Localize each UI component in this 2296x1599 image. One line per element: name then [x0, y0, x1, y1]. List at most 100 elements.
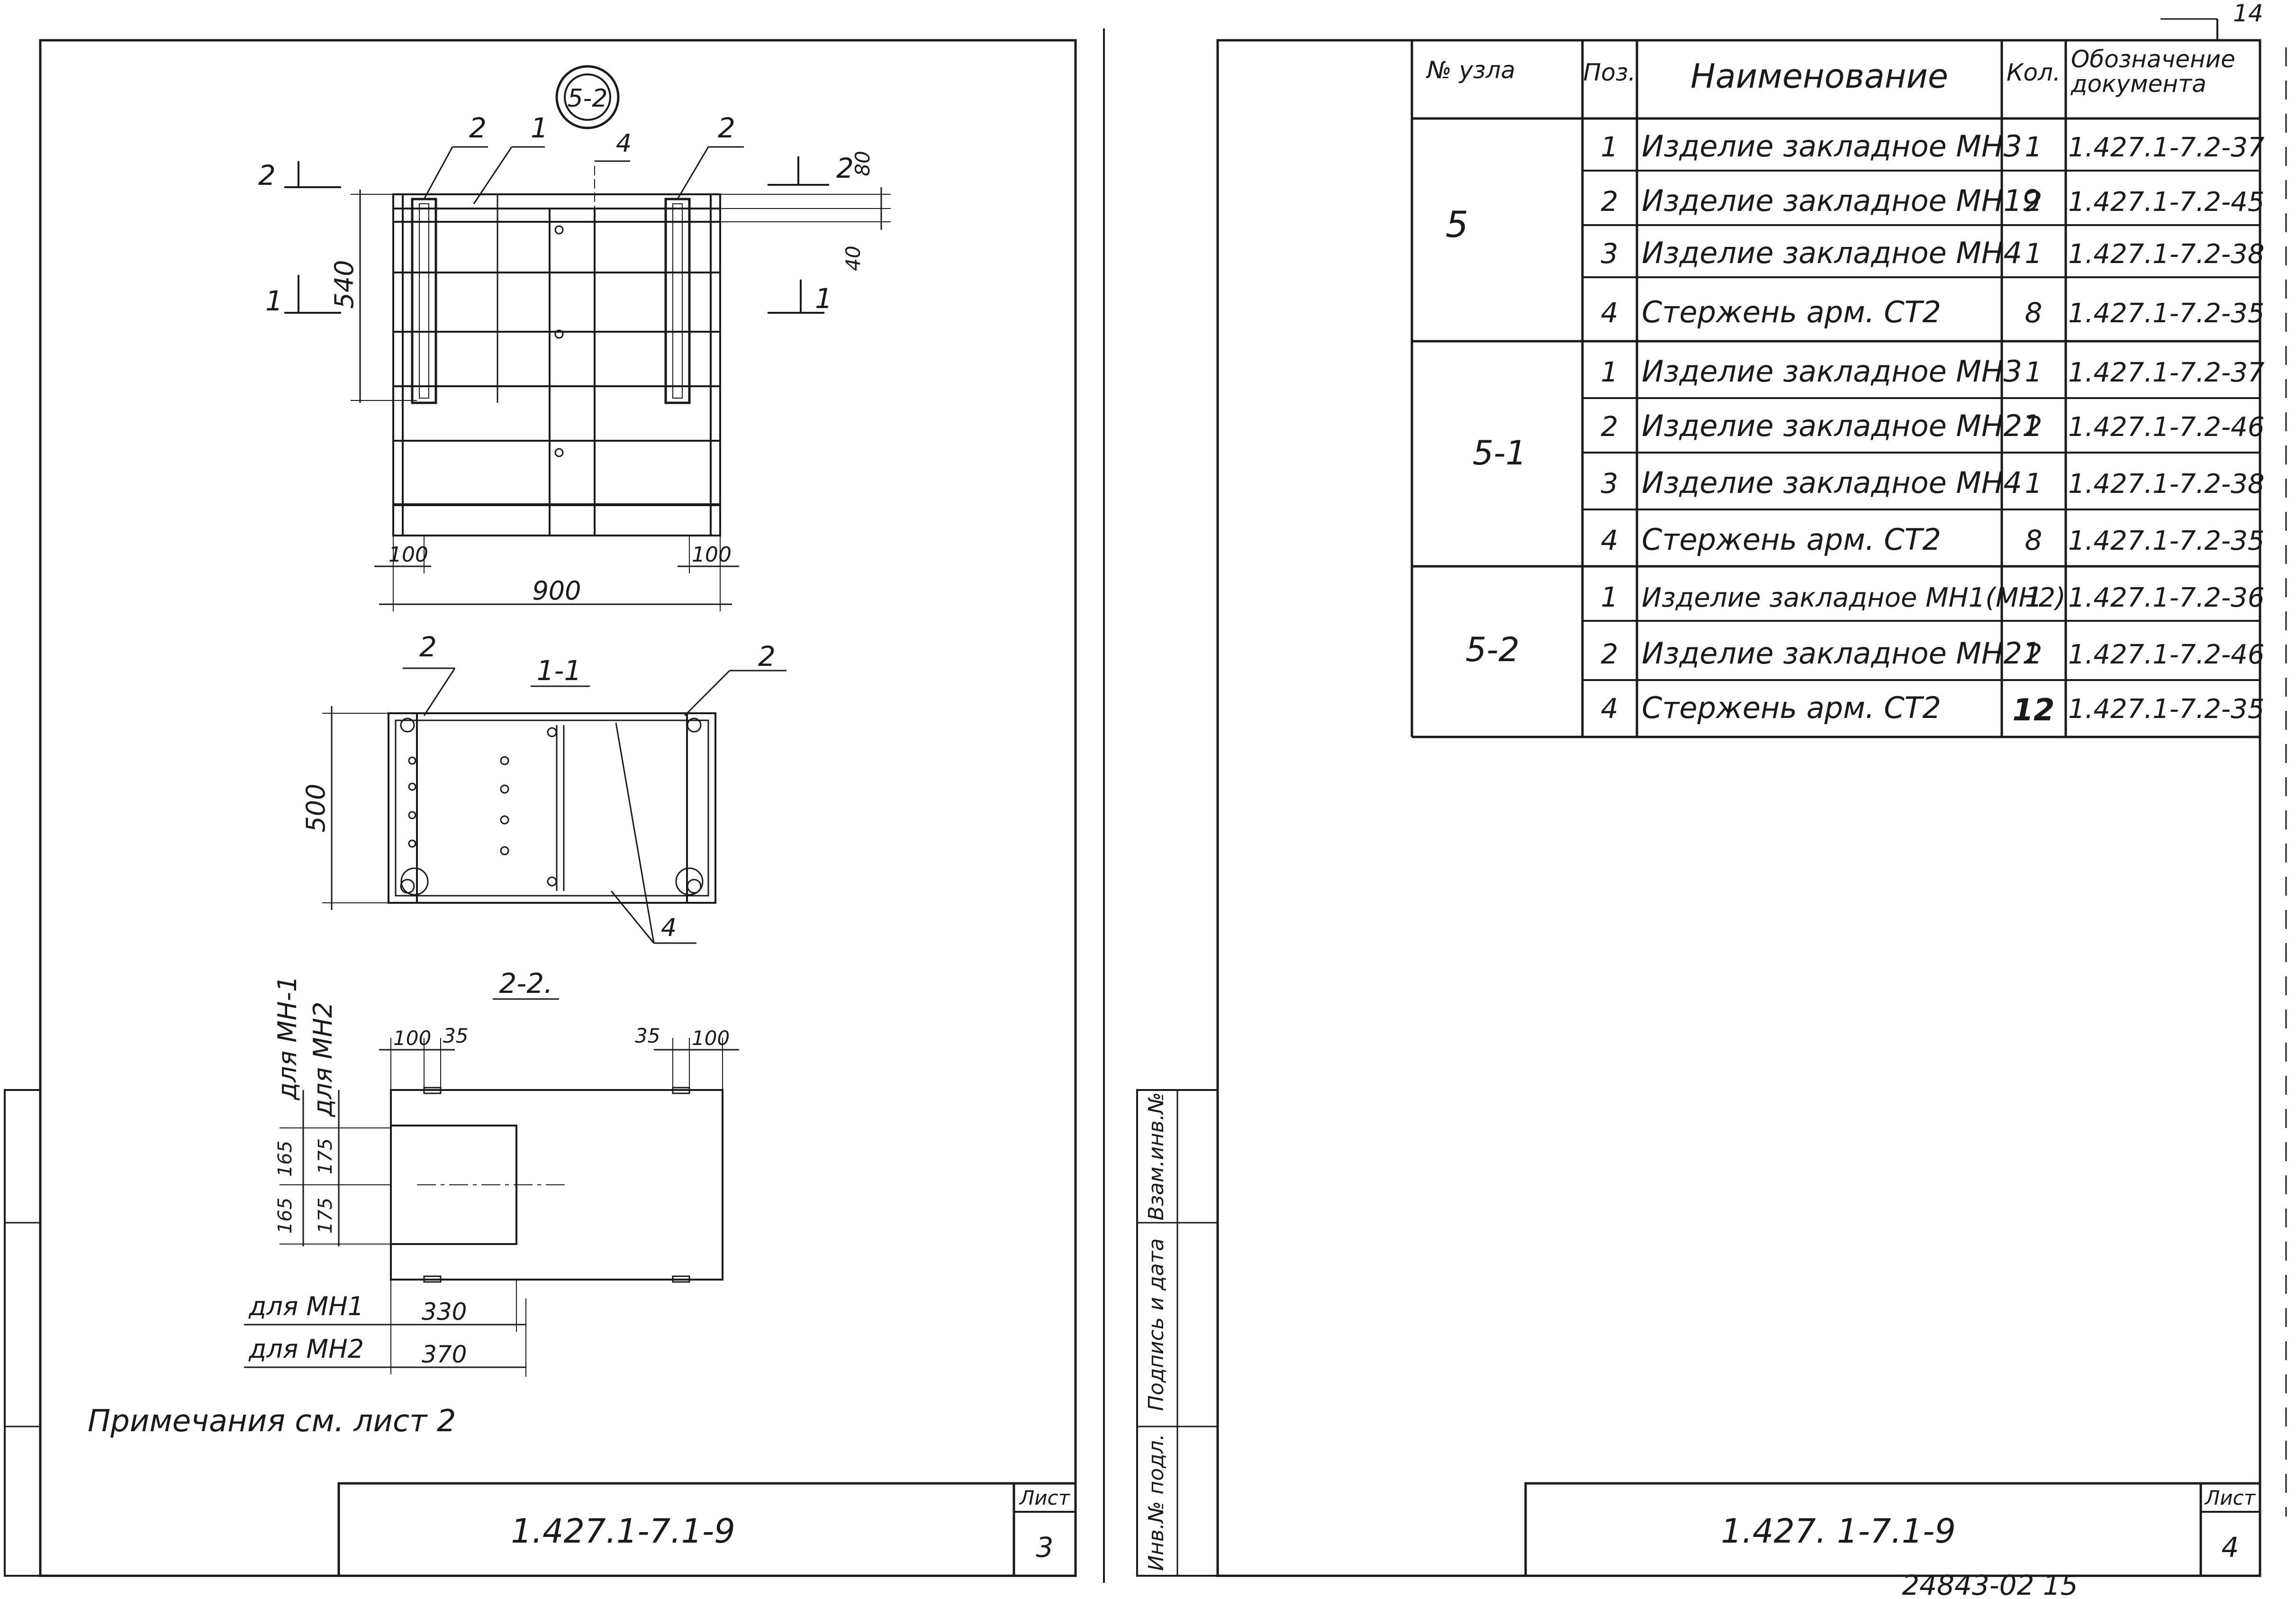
plan-dim-height: 540: [329, 260, 359, 309]
svg-text:1.427.1-7.2-38: 1.427.1-7.2-38: [2068, 239, 2264, 270]
svg-text:2: 2: [2025, 185, 2043, 218]
svg-text:4: 4: [1601, 524, 1618, 556]
side-stamp-signature: Подпись и дата: [1144, 1238, 1168, 1411]
dim-175-b: 175: [315, 1198, 336, 1234]
section-1-1-title: 1-1: [537, 654, 582, 687]
svg-text:Стержень арм. СТ2: Стержень арм. СТ2: [1642, 522, 1941, 557]
label-for-mh1-vertical: для МН-1: [272, 976, 302, 1101]
section-mark-right-2: 2: [836, 152, 854, 184]
row-for-mh2-value: 370: [422, 1341, 467, 1368]
svg-text:1.427.1-7.2-35: 1.427.1-7.2-35: [2068, 694, 2264, 725]
svg-text:1.427.1-7.2-35: 1.427.1-7.2-35: [2068, 526, 2264, 556]
table-row: 1 Изделие закладное МН1(МН2) 1 1.427.1-7…: [1601, 581, 2265, 613]
plan-dim-100-left: 100: [389, 543, 428, 567]
plan-callout-2-right: 2: [718, 112, 735, 144]
table-row: 4 Стержень арм. СТ2 8 1.427.1-7.2-35: [1601, 295, 2265, 329]
plan-callout-4: 4: [616, 129, 632, 158]
svg-text:2: 2: [1601, 638, 1618, 670]
left-stamp-code: 1.427.1-7.1-9: [511, 1512, 735, 1551]
section-2-2: [390, 1087, 723, 1283]
svg-text:1: 1: [2025, 356, 2043, 388]
svg-text:1.427.1-7.2-36: 1.427.1-7.2-36: [2068, 582, 2264, 613]
plan-view: [392, 166, 721, 536]
table-row: 2 Изделие закладное МН19 2 1.427.1-7.2-4…: [1601, 183, 2265, 218]
spec-table: [1410, 40, 2260, 738]
row-for-mh2-label: для МН2: [248, 1334, 364, 1364]
svg-text:1: 1: [2025, 131, 2043, 163]
drawing-note: Примечания см. лист 2: [88, 1404, 456, 1439]
header-node-no: № узла: [1426, 56, 1516, 84]
table-row: 2 Изделие закладное МН21 2 1.427.1-7.2-4…: [1601, 409, 2265, 443]
label-for-mh2-vertical: для МН2: [308, 1001, 338, 1117]
side-stamp-replacement: Взам.инв.№: [1144, 1092, 1168, 1221]
node-label-5: 5: [1446, 203, 1468, 245]
left-sheet-number: 3: [1036, 1531, 1054, 1563]
svg-text:2: 2: [2025, 410, 2043, 443]
dim-165-a: 165: [274, 1141, 296, 1177]
section-1-1-callout-4: 4: [661, 914, 677, 942]
right-sheet: 14 Инв.№ подл. Подпись и дата Взам.инв.№: [1136, 0, 2287, 1599]
svg-text:Стержень арм. СТ2: Стержень арм. СТ2: [1642, 690, 1941, 725]
node-badge-circle: [555, 65, 620, 129]
svg-text:1: 1: [2025, 581, 2043, 613]
svg-text:1.427.1-7.2-37: 1.427.1-7.2-37: [2068, 132, 2265, 163]
svg-text:8: 8: [2025, 524, 2043, 556]
row-for-mh1-label: для МН1: [248, 1291, 364, 1321]
table-row: 1 Изделие закладное МН3 1 1.427.1-7.2-37: [1601, 354, 2265, 389]
svg-text:4: 4: [1601, 692, 1618, 725]
section-1-1-callout-right: 2: [758, 640, 776, 672]
left-sheet-frame: [39, 39, 1077, 1577]
section-mark-left-2: 2: [258, 159, 276, 191]
right-sheet-number: 4: [2222, 1531, 2239, 1563]
right-stamp: [1524, 1482, 2261, 1577]
section-mark-left-1: 1: [265, 285, 283, 317]
svg-text:1: 1: [2025, 237, 2043, 270]
dim-100-top-left: 100: [393, 1027, 431, 1050]
right-stamp-code: 1.427. 1-7.1-9: [1721, 1512, 1956, 1551]
side-stamp: [1136, 1089, 1219, 1577]
bottom-number: 24843-02 15: [1902, 1569, 2078, 1599]
svg-text:Изделие закладное МН4: Изделие закладное МН4: [1642, 236, 2022, 270]
table-row: 4 Стержень арм. СТ2 8 1.427.1-7.2-35: [1601, 522, 2265, 557]
side-stamp-inv-no: Инв.№ подл.: [1144, 1434, 1168, 1571]
svg-text:1: 1: [2025, 467, 2043, 500]
section-1-1-dim-500: 500: [301, 783, 331, 832]
svg-text:Изделие закладное МН1(МН2): Изделие закладное МН1(МН2): [1642, 582, 2066, 613]
svg-text:3: 3: [1601, 237, 1618, 270]
dim-35-top-left: 35: [443, 1024, 468, 1047]
header-doc: Обозначение документа: [2071, 45, 2235, 98]
left-sheet-label: Лист: [1019, 1486, 1071, 1509]
row-for-mh1-value: 330: [422, 1298, 467, 1326]
svg-text:1: 1: [1601, 131, 1618, 163]
node-label-5-1: 5-1: [1473, 434, 1527, 472]
svg-text:3: 3: [1601, 467, 1618, 500]
section-1-1: [388, 712, 716, 904]
node-label-5-2: 5-2: [1465, 630, 1519, 669]
section-2-2-title: 2-2.: [499, 967, 552, 999]
dim-165-b: 165: [274, 1198, 296, 1234]
table-row: 3 Изделие закладное МН4 1 1.427.1-7.2-38: [1601, 236, 2265, 270]
svg-text:1.427.1-7.2-46: 1.427.1-7.2-46: [2068, 639, 2264, 670]
table-row: 1 Изделие закладное МН3 1 1.427.1-7.2-37: [1601, 129, 2265, 164]
dim-100-top-right: 100: [692, 1027, 730, 1050]
header-doc-wrap: Обозначение документа: [2071, 45, 2235, 98]
svg-text:1.427.1-7.2-35: 1.427.1-7.2-35: [2068, 298, 2264, 329]
plan-callout-2-left: 2: [469, 112, 487, 144]
left-stamp: [337, 1482, 1077, 1577]
svg-text:Изделие закладное МН3: Изделие закладное МН3: [1642, 354, 2022, 389]
svg-text:12: 12: [2012, 693, 2054, 728]
header-name: Наименование: [1690, 57, 1948, 96]
plan-callout-1: 1: [531, 112, 548, 144]
svg-text:1.427.1-7.2-45: 1.427.1-7.2-45: [2068, 187, 2264, 218]
svg-text:1.427.1-7.2-46: 1.427.1-7.2-46: [2068, 412, 2264, 443]
plan-dim-900: 900: [532, 576, 581, 606]
svg-text:2: 2: [1601, 185, 1618, 218]
left-sheet: 5-2 2: [4, 28, 1105, 1583]
svg-text:2: 2: [2025, 638, 2043, 670]
svg-text:2: 2: [1601, 410, 1618, 443]
svg-text:Изделие закладное МН21: Изделие закладное МН21: [1642, 409, 2041, 443]
plan-dim-80: 80: [851, 151, 874, 176]
dim-35-top-right: 35: [635, 1024, 660, 1047]
section-mark-right-1: 1: [815, 282, 832, 315]
page-number-top: 14: [2233, 0, 2263, 27]
